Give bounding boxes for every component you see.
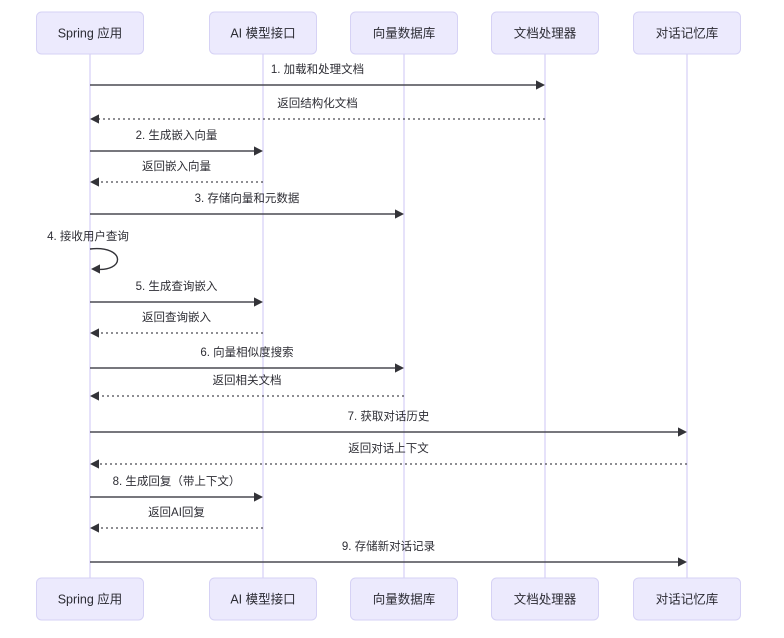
message-8[interactable]: 返回查询嵌入 <box>90 310 263 338</box>
message-label: 6. 向量相似度搜索 <box>200 345 293 359</box>
message-3[interactable]: 2. 生成嵌入向量 <box>90 128 263 156</box>
message-label: 返回查询嵌入 <box>142 310 211 324</box>
message-label: 7. 获取对话历史 <box>348 409 430 423</box>
arrowhead-icon <box>90 523 99 533</box>
message-14[interactable]: 返回AI回复 <box>90 506 263 533</box>
actor-box-shape <box>350 577 458 621</box>
arrowhead-icon <box>254 492 263 502</box>
arrowhead-icon <box>90 328 99 338</box>
actor-label: Spring 应用 <box>58 591 123 606</box>
actor-label: 向量数据库 <box>373 591 436 606</box>
actor-box-shape <box>209 577 317 621</box>
arrowhead-icon <box>90 177 99 187</box>
arrowhead-icon <box>90 391 99 401</box>
message-5[interactable]: 3. 存储向量和元数据 <box>90 191 404 219</box>
message-label: 5. 生成查询嵌入 <box>136 279 218 293</box>
message-9[interactable]: 6. 向量相似度搜索 <box>90 345 404 373</box>
lifelines-layer <box>89 54 688 578</box>
actor-label: 文档处理器 <box>514 25 577 40</box>
message-15[interactable]: 9. 存储新对话记录 <box>90 539 687 567</box>
message-7[interactable]: 5. 生成查询嵌入 <box>90 279 263 307</box>
message-label: 2. 生成嵌入向量 <box>136 128 218 142</box>
message-label: 4. 接收用户查询 <box>47 229 129 243</box>
actor-box-shape <box>350 11 458 55</box>
actor-top-memory[interactable]: 对话记忆库 <box>633 11 741 55</box>
arrowhead-icon <box>678 557 687 567</box>
message-label: 返回相关文档 <box>213 373 282 387</box>
actor-top-vector[interactable]: 向量数据库 <box>350 11 458 55</box>
actor-box-shape <box>491 577 599 621</box>
arrowhead-icon <box>90 459 99 469</box>
actor-top-doc[interactable]: 文档处理器 <box>491 11 599 55</box>
actor-label: AI 模型接口 <box>230 591 295 606</box>
actors-bottom-layer: Spring 应用 AI 模型接口 向量数据库 文档处理器 对话记忆库 <box>36 577 741 621</box>
actor-box-shape <box>491 11 599 55</box>
self-message-arc <box>89 247 119 271</box>
message-label: 返回结构化文档 <box>277 96 358 110</box>
actor-bottom-vector[interactable]: 向量数据库 <box>350 577 458 621</box>
message-2[interactable]: 返回结构化文档 <box>90 96 545 124</box>
message-label: 返回嵌入向量 <box>142 159 211 173</box>
message-label: 返回AI回复 <box>148 506 205 519</box>
actor-label: Spring 应用 <box>58 25 123 40</box>
message-1[interactable]: 1. 加载和处理文档 <box>90 62 545 90</box>
actor-label: AI 模型接口 <box>230 25 295 40</box>
message-label: 返回对话上下文 <box>348 441 429 455</box>
arrowhead-icon <box>395 363 404 373</box>
arrowhead-icon <box>678 427 687 437</box>
message-label: 9. 存储新对话记录 <box>342 539 435 553</box>
actor-label: 对话记忆库 <box>656 591 719 606</box>
message-12[interactable]: 返回对话上下文 <box>90 441 687 469</box>
message-label: 3. 存储向量和元数据 <box>195 191 300 205</box>
message-6[interactable]: 4. 接收用户查询 <box>47 229 129 274</box>
actor-bottom-memory[interactable]: 对话记忆库 <box>633 577 741 621</box>
arrowhead-icon <box>91 264 100 274</box>
arrowhead-icon <box>254 146 263 156</box>
message-10[interactable]: 返回相关文档 <box>90 373 404 401</box>
arrowhead-icon <box>90 114 99 124</box>
actor-box-shape <box>633 577 741 621</box>
actor-box-shape <box>209 11 317 55</box>
message-13[interactable]: 8. 生成回复（带上下文） <box>90 474 263 502</box>
actor-top-ai[interactable]: AI 模型接口 <box>209 11 317 55</box>
actors-top-layer: Spring 应用 AI 模型接口 向量数据库 文档处理器 对话记忆库 <box>36 11 741 55</box>
arrowhead-icon <box>536 80 545 90</box>
message-label: 1. 加载和处理文档 <box>271 62 364 76</box>
actor-label: 向量数据库 <box>373 25 436 40</box>
actor-label: 文档处理器 <box>514 591 577 606</box>
actor-bottom-ai[interactable]: AI 模型接口 <box>209 577 317 621</box>
actor-box-shape <box>36 11 144 55</box>
arrowhead-icon <box>254 297 263 307</box>
arrowhead-icon <box>395 209 404 219</box>
message-11[interactable]: 7. 获取对话历史 <box>90 409 687 437</box>
actor-box-shape <box>633 11 741 55</box>
message-label: 8. 生成回复（带上下文） <box>113 474 241 488</box>
actor-bottom-spring[interactable]: Spring 应用 <box>36 577 144 621</box>
actor-box-shape <box>36 577 144 621</box>
actor-top-spring[interactable]: Spring 应用 <box>36 11 144 55</box>
message-4[interactable]: 返回嵌入向量 <box>90 159 263 187</box>
actor-label: 对话记忆库 <box>656 25 719 40</box>
actor-bottom-doc[interactable]: 文档处理器 <box>491 577 599 621</box>
